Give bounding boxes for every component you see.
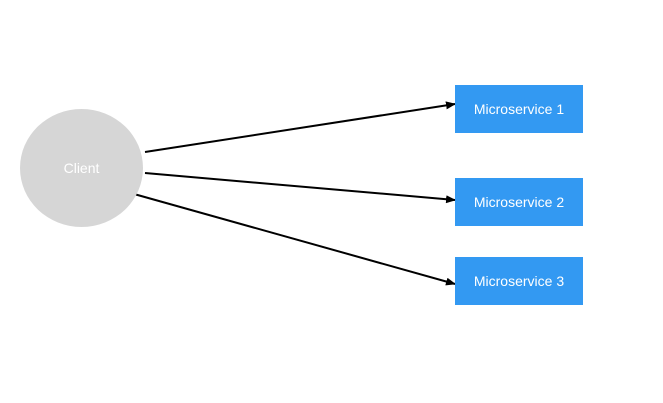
microservice-3-label: Microservice 3 bbox=[473, 273, 565, 289]
microservice-2-box: Microservice 2 bbox=[455, 178, 583, 226]
microservice-1-label: Microservice 1 bbox=[473, 101, 565, 117]
arrow-client-to-microservice-1 bbox=[144, 101, 456, 153]
arrow-client-to-microservice-3 bbox=[133, 193, 456, 286]
client-node: Client bbox=[20, 109, 143, 227]
client-label: Client bbox=[63, 160, 100, 176]
microservice-2-label: Microservice 2 bbox=[473, 194, 565, 210]
microservice-1-box: Microservice 1 bbox=[455, 85, 583, 133]
microservice-3-box: Microservice 3 bbox=[455, 257, 583, 305]
arrow-client-to-microservice-2 bbox=[144, 172, 456, 204]
